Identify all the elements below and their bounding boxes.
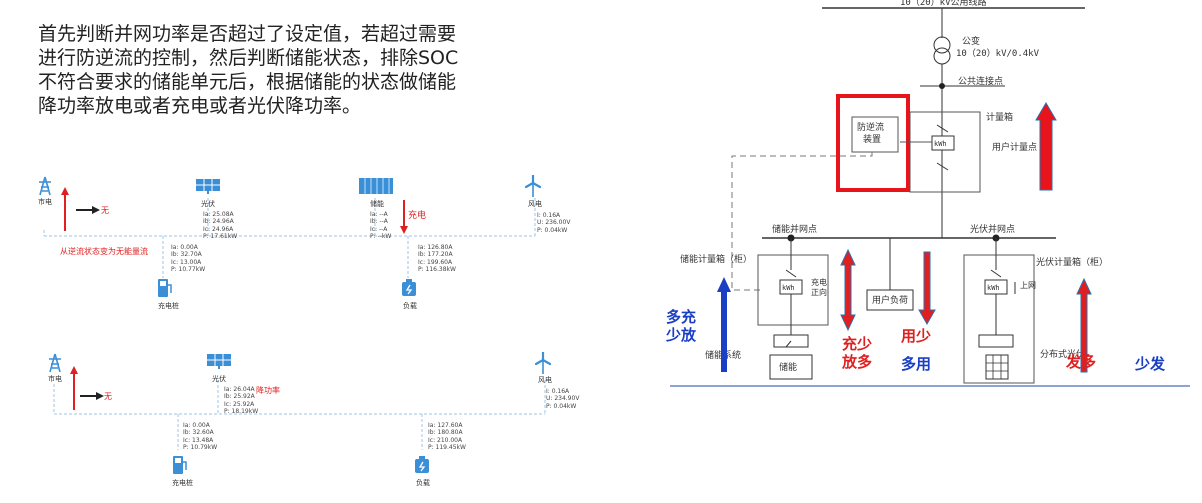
pv-label: 光伏 xyxy=(201,200,215,208)
intro-paragraph: 首先判断并网功率是否超过了设定值，若超过需要 进行防逆流的控制，然后判断储能状态… xyxy=(38,22,578,118)
transformer-icon xyxy=(933,36,951,54)
pv-pcc-label: 光伏并网点 xyxy=(970,223,1015,235)
red-down-arrow-icon xyxy=(918,251,936,326)
gen-less-label: 少发 xyxy=(1135,355,1166,373)
blue-up-arrow-icon xyxy=(717,277,731,372)
battery-storage-icon xyxy=(359,178,393,194)
charger-readings: Ia: 0.00A Ib: 32.70A Ic: 13.00A P: 10.77… xyxy=(171,244,206,274)
transformer-spec: 10（20）kV/0.4kV xyxy=(956,48,1040,59)
load-readings: Ia: 127.60A Ib: 180.80A Ic: 210.00A P: 1… xyxy=(428,422,466,452)
grid-status: 无 xyxy=(104,392,112,401)
load-readings: Ia: 126.80A Ib: 177.20A Ic: 199.60A P: 1… xyxy=(418,244,456,274)
storage-flow-arrow-icon xyxy=(400,200,408,234)
storage-meter-box-label: 储能计量箱（柜） xyxy=(680,253,752,265)
grid-status: 无 xyxy=(101,206,109,215)
storage-unit-label: 储能 xyxy=(779,361,797,373)
control-line xyxy=(731,152,873,291)
solar-panel-icon xyxy=(196,179,220,194)
use-less-label: 用少 xyxy=(901,327,932,345)
solar-panel-icon xyxy=(207,354,231,369)
storage-label: 储能 xyxy=(370,200,384,208)
svg-text:kWh: kWh xyxy=(782,284,795,292)
status-arrow-icon xyxy=(76,206,100,214)
pv-meter-box-label: 光伏计量箱（柜） xyxy=(1036,256,1108,268)
user-meter-label: 用户计量点 xyxy=(992,141,1037,153)
grid-connection-diagram: 10（20）kV公用线路 公变 10（20）kV/0.4kV 公共连接点 计量箱… xyxy=(670,0,1190,387)
charger-label: 充电桩 xyxy=(172,479,193,487)
wind-turbine-icon xyxy=(524,175,542,197)
kwh-label: kWh xyxy=(934,140,947,148)
charger-label: 充电桩 xyxy=(158,302,179,310)
charger-readings: Ia: 0.00A Ib: 32.60A Ic: 13.48A P: 10.79… xyxy=(183,422,218,452)
flow-note: 从逆流状态变为无能量流 xyxy=(60,247,148,256)
wind-readings: I: 0.16A U: 236.00V P: 0.04kW xyxy=(537,212,571,234)
pv-dir-label: 上网 xyxy=(1020,281,1036,290)
anti-backflow-device xyxy=(851,116,899,153)
user-load xyxy=(866,289,914,311)
meter-box-label: 计量箱 xyxy=(986,111,1013,123)
power-tower-icon xyxy=(39,176,51,196)
pv-readings: Ia: 26.04A Ib: 25.92A Ic: 25.92A P: 18.1… xyxy=(224,386,259,416)
use-more-label: 多用 xyxy=(901,355,932,373)
load-icon xyxy=(415,456,429,473)
svg-text:kWh: kWh xyxy=(987,284,1000,292)
charge-dir-label-2: 正向 xyxy=(811,287,827,297)
intro-line: 不符合要求的储能单元后，根据储能的状态做储能 xyxy=(38,71,457,93)
storage-unit xyxy=(769,354,813,380)
pv-label: 分布式光伏 xyxy=(1040,348,1085,360)
export-arrow-icon xyxy=(1035,102,1057,191)
pcc-label: 公共连接点 xyxy=(958,75,1003,87)
less-charge-more-discharge: 充少 放多 xyxy=(842,335,873,371)
wind-readings: I: 0.16A U: 234.90V P: 0.04kW xyxy=(546,388,580,410)
power-tower-icon xyxy=(49,353,61,373)
gen-more-label: 发多 xyxy=(1066,353,1097,371)
intro-line: 降功率放电或者充电或者光伏降功率。 xyxy=(38,95,362,117)
storage-readings: Ia: --A Ib: --A Ic: --A P: --kW xyxy=(370,211,392,241)
grid-label: 市电 xyxy=(38,198,52,206)
charge-dir-label-1: 充电 xyxy=(811,277,827,287)
storage-status: 充电 xyxy=(408,211,427,221)
wind-label: 风电 xyxy=(538,376,552,384)
highlight-box xyxy=(836,94,910,192)
load-icon xyxy=(402,279,416,296)
load-label: 负载 xyxy=(403,302,417,310)
intro-line: 首先判断并网功率是否超过了设定值，若超过需要 xyxy=(38,23,457,45)
ev-charger-icon xyxy=(158,279,172,297)
anti-backflow-label-1: 防逆流 xyxy=(857,121,884,133)
bidirectional-arrow-icon xyxy=(840,248,856,332)
panel1-wires xyxy=(43,198,536,278)
pv-array xyxy=(985,354,1009,380)
pv-label: 光伏 xyxy=(212,375,226,383)
kwh-meter xyxy=(931,135,955,151)
grid-label: 市电 xyxy=(48,375,62,383)
red-up-arrow-icon xyxy=(1076,277,1092,373)
wind-turbine-icon xyxy=(534,352,552,374)
intro-line: 进行防逆流的控制，然后判断储能状态，排除SOC xyxy=(38,47,459,69)
grid-flow-arrow-icon xyxy=(61,187,69,231)
wind-label: 风电 xyxy=(528,200,542,208)
anti-backflow-label-2: 装置 xyxy=(863,133,881,145)
pv-status: 降功率 xyxy=(256,386,280,395)
load-label: 负载 xyxy=(416,479,430,487)
grid-flow-arrow-icon xyxy=(70,366,78,410)
utility-line-label: 10（20）kV公用线路 xyxy=(900,0,987,8)
panel2-wires xyxy=(53,380,546,450)
transformer-label: 公变 xyxy=(962,35,980,47)
status-arrow-icon xyxy=(80,392,104,400)
user-load-label: 用户负荷 xyxy=(872,294,908,306)
more-charge-less-discharge: 多充 少放 xyxy=(666,308,697,344)
pv-readings: Ia: 25.08A Ib: 24.96A Ic: 24.96A P: 17.6… xyxy=(203,211,238,241)
storage-pcc-label: 储能并网点 xyxy=(772,223,817,235)
ev-charger-icon xyxy=(173,456,187,474)
meter-box xyxy=(909,111,981,193)
